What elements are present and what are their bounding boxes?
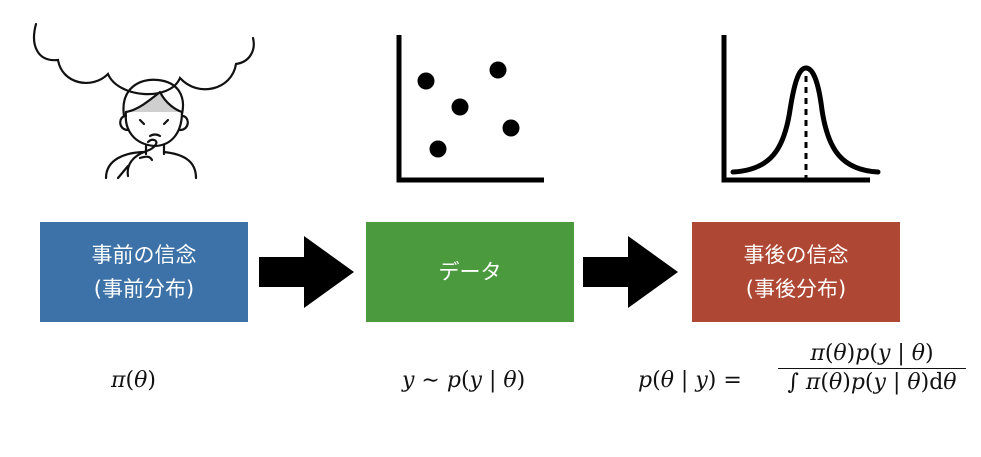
data-box-line1: データ bbox=[438, 260, 502, 284]
arrow-icon bbox=[259, 236, 354, 308]
likelihood-formula: y ∼ p(y | θ) bbox=[402, 368, 526, 393]
scatter-point bbox=[451, 98, 469, 116]
scatter-point bbox=[417, 72, 435, 90]
prior-box-line1: 事前の信念 bbox=[91, 243, 197, 267]
thought-bubble-icon bbox=[32, 22, 255, 96]
scatter-plot-icon bbox=[396, 35, 544, 183]
thinking-person-icon bbox=[104, 78, 198, 180]
arrow-icon bbox=[583, 236, 678, 308]
scatter-point bbox=[429, 140, 447, 158]
posterior-denominator: ∫ π(θ)p(y | θ)dθ bbox=[787, 370, 957, 395]
prior-formula: π(θ) bbox=[111, 368, 156, 393]
data-box: データ bbox=[366, 222, 574, 322]
fraction-bar bbox=[778, 368, 966, 369]
posterior-box-line1: 事後の信念 bbox=[743, 243, 849, 267]
prior-belief-box: 事前の信念 (事前分布) bbox=[40, 222, 248, 322]
posterior-numerator: π(θ)p(y | θ) bbox=[810, 341, 934, 366]
prior-box-line2: (事前分布) bbox=[93, 277, 195, 301]
posterior-belief-box: 事後の信念 (事後分布) bbox=[692, 222, 900, 322]
scatter-point bbox=[489, 61, 507, 79]
bell-curve-icon bbox=[721, 35, 881, 183]
scatter-point bbox=[502, 119, 520, 137]
posterior-fraction: π(θ)p(y | θ) ∫ π(θ)p(y | θ)dθ bbox=[776, 341, 968, 395]
posterior-formula-lhs: p(θ | y) = bbox=[638, 368, 742, 393]
posterior-box-line2: (事後分布) bbox=[745, 277, 847, 301]
